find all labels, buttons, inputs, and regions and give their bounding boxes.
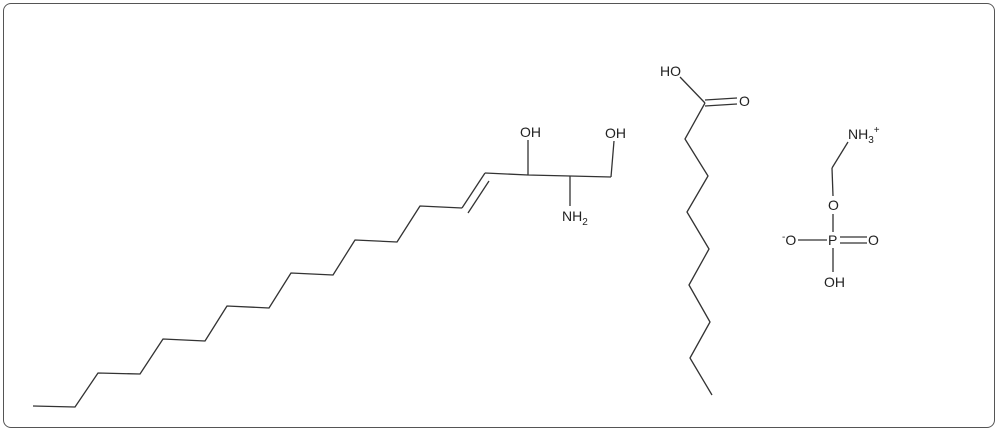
hydroxyl-label-1: OH (520, 124, 541, 140)
amine-label: NH2 (562, 208, 588, 228)
c-o-bond (831, 167, 834, 197)
carbonyl-o-label: O (739, 93, 750, 109)
backbone (484, 172, 612, 178)
n-c-bond (831, 141, 849, 169)
alkyl-chain (684, 102, 713, 396)
double-bond-b (467, 180, 490, 214)
phosphoryl-oxygen-label: O (868, 232, 879, 248)
ho-label: HO (660, 63, 681, 79)
anionic-oxygen-label: -O (782, 232, 796, 248)
oh-bond-2 (610, 140, 615, 178)
phosphate-oh-label: OH (824, 274, 845, 290)
carbonyl-bond-a (704, 97, 738, 101)
nonanoic-acid-molecule[interactable]: HO O (660, 63, 750, 396)
sphingosine-molecule[interactable]: OH OH NH2 (32, 124, 626, 408)
phosphorus-label: P (828, 232, 837, 248)
phosphate-molecule[interactable]: NH3+ O P O -O OH (782, 125, 880, 290)
carbonyl-bond-b (704, 103, 738, 107)
drawing-canvas-frame (3, 3, 995, 428)
alkyl-chain (32, 205, 463, 408)
double-bond-a (461, 172, 486, 209)
hydroxyl-bond (679, 76, 706, 104)
ammonium-label: NH3+ (848, 125, 880, 146)
hydroxyl-label-2: OH (605, 125, 626, 141)
ester-oxygen-label: O (828, 197, 839, 213)
